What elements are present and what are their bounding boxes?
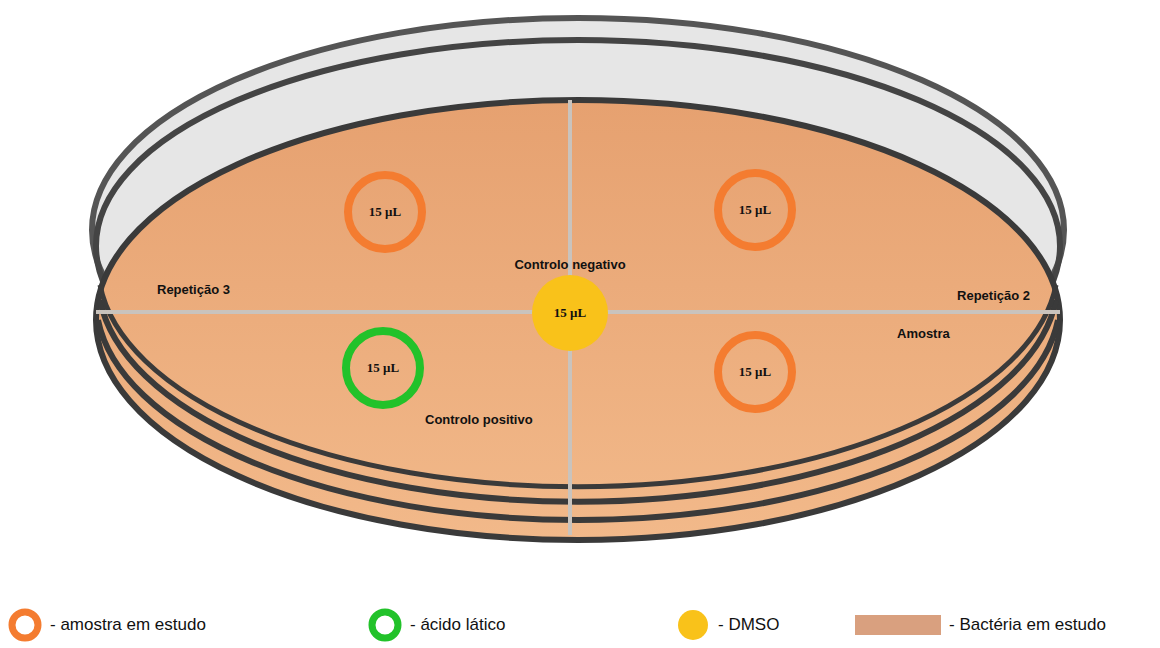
well-ring: [346, 331, 420, 405]
volume-text: 15 μL: [369, 204, 401, 220]
legend-entry: - amostra em estudo: [8, 608, 206, 642]
replicate-label: Repetição 2: [957, 288, 1030, 303]
well-disc: [532, 275, 608, 351]
legend-swatch: [368, 608, 402, 642]
well-ring: [348, 175, 422, 249]
volume-text: 15 μL: [367, 360, 399, 376]
dish-wall: [100, 285, 1056, 487]
control-label: Controlo negativo: [514, 257, 625, 272]
sample-well: 15 μL: [714, 331, 796, 413]
legend-text: - ácido lático: [410, 615, 505, 635]
legend-text: - amostra em estudo: [50, 615, 206, 635]
sample-label: Amostra: [897, 326, 950, 341]
sample-well: 15 μL: [714, 169, 796, 251]
well-ring: [718, 335, 792, 409]
volume-text: 15 μL: [739, 202, 771, 218]
positive-control-well: 15 μL: [342, 327, 424, 409]
agar-surface: [96, 100, 1060, 540]
legend-swatch: [8, 608, 42, 642]
legend-swatch: [855, 608, 941, 642]
well-ring: [718, 173, 792, 247]
sample-well: 15 μL: [344, 171, 426, 253]
legend-swatch: [676, 608, 710, 642]
volume-text: 15 μL: [554, 305, 586, 321]
control-label: Controlo positivo: [425, 412, 533, 427]
legend-text: - Bactéria em estudo: [949, 615, 1106, 635]
legend-entry: - ácido lático: [368, 608, 505, 642]
legend-entry: - Bactéria em estudo: [855, 608, 1106, 642]
legend-entry: - DMSO: [676, 608, 779, 642]
volume-text: 15 μL: [739, 364, 771, 380]
negative-control-well: 15 μL: [532, 275, 608, 351]
replicate-label: Repetição 3: [157, 282, 230, 297]
legend-text: - DMSO: [718, 615, 779, 635]
